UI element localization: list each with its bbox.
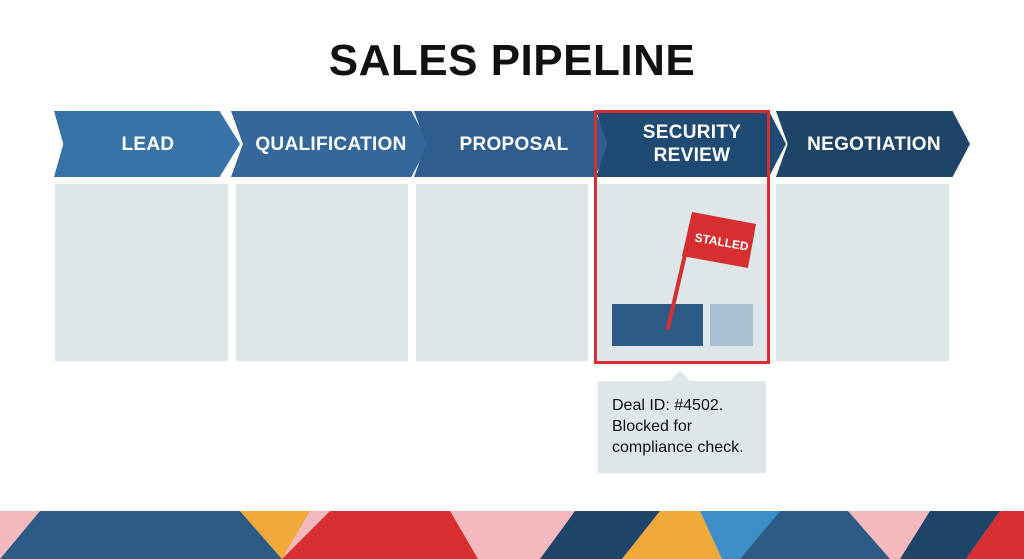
stage-label: NEGOTIATION <box>807 133 941 155</box>
flag-banner <box>682 212 756 268</box>
footer-shape <box>540 511 660 559</box>
footer-shape <box>900 511 1000 559</box>
stage-lead[interactable]: LEAD <box>54 111 240 177</box>
stage-label: LEAD <box>121 133 175 155</box>
tooltip-line: compliance check. <box>612 439 744 456</box>
footer-shape <box>966 511 1024 559</box>
stage-negotiation[interactable]: NEGOTIATION <box>776 111 970 177</box>
stage-label: SECURITY REVIEW <box>642 122 742 166</box>
stage-label: PROPOSAL <box>459 133 569 155</box>
footer-shape <box>622 511 722 559</box>
stage-proposal[interactable]: PROPOSAL <box>414 111 612 177</box>
decorative-footer-band <box>0 511 1024 559</box>
deal-card[interactable] <box>612 304 703 346</box>
page-title: SALES PIPELINE <box>328 36 696 85</box>
column-lead <box>55 184 228 361</box>
tooltip-arrow <box>669 371 691 382</box>
footer-shape <box>282 511 478 559</box>
stalled-flag-icon: STALLED <box>666 212 756 330</box>
stalled-stage-highlight <box>594 110 770 364</box>
deal-tooltip: Deal ID: #4502. Blocked for compliance c… <box>598 381 766 473</box>
column-qualification <box>236 184 408 361</box>
stage-security-review[interactable]: SECURITY REVIEW <box>596 111 786 177</box>
footer-shape <box>700 511 780 559</box>
deal-card-placeholder[interactable] <box>710 304 753 346</box>
stage-qualification[interactable]: QUALIFICATION <box>231 111 429 177</box>
footer-shape <box>0 511 282 559</box>
stage-label: QUALIFICATION <box>255 133 407 155</box>
footer-shape <box>740 511 890 559</box>
tooltip-line: Deal ID: #4502. <box>612 397 724 414</box>
column-proposal <box>416 184 588 361</box>
column-negotiation <box>776 184 949 361</box>
tooltip-line: Blocked for <box>612 418 693 435</box>
footer-shape <box>240 511 310 559</box>
